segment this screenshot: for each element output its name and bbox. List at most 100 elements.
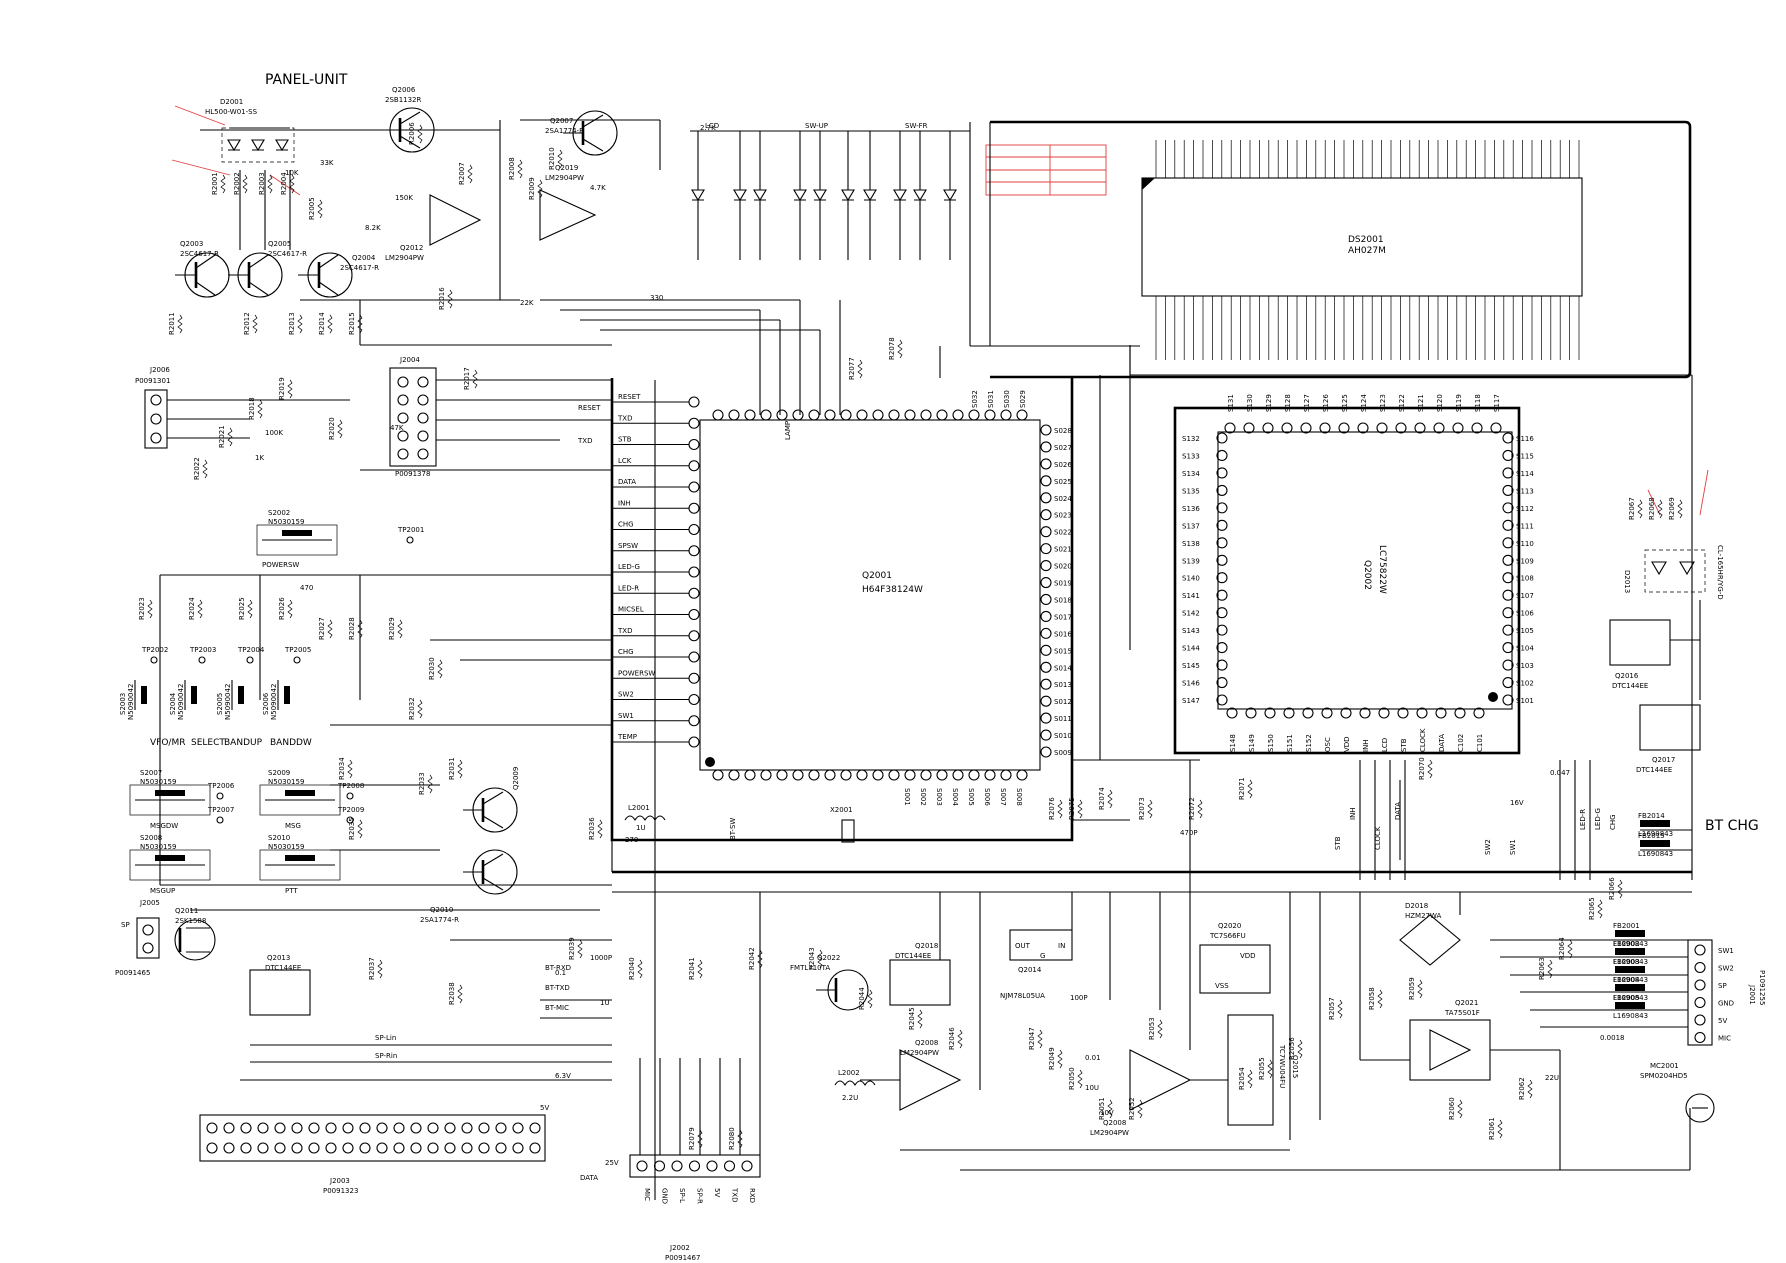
transistor-q2005: Q2005 2SC4617-R — [228, 240, 307, 298]
q2022-ref: Q2022 — [817, 954, 840, 962]
q2008-ref: Q2008 — [915, 1039, 938, 1047]
transistor-q2013: Q2013 DTC144EE — [249, 954, 311, 1016]
lcd-pin-label: S114 — [1516, 470, 1534, 478]
lcd-pin-label: S102 — [1516, 680, 1534, 688]
opamp-q2012: Q2012 LM2904PW — [385, 194, 482, 262]
q2013-ref: Q2013 — [267, 954, 290, 962]
j2001-pin-label: SW1 — [1718, 947, 1734, 955]
q2004-ref: Q2004 — [352, 254, 376, 262]
signal-label: LED-G — [1594, 808, 1602, 830]
connector-j2006: J2006 P0091301 — [135, 366, 170, 449]
lcd-pin-label: S118 — [1474, 394, 1482, 412]
resistor-ref: R2044 — [858, 987, 866, 1010]
lcd-pin-label: S139 — [1182, 557, 1200, 565]
signal-label: SW2 — [1484, 839, 1492, 855]
value-label: 0.1 — [555, 969, 566, 977]
q2003-ref: Q2003 — [180, 240, 203, 248]
connector-j2003: J2003 P0091323 — [199, 1114, 546, 1195]
display-part: AH027M — [1348, 246, 1386, 256]
resistor-ref: R2061 — [1488, 1117, 1496, 1140]
cpu-pin-label: S030 — [1003, 390, 1011, 408]
switch-ref: S2005 — [216, 693, 224, 715]
switch-part: N5030159 — [140, 778, 176, 786]
value-label: 1K — [255, 454, 264, 462]
switch-name: BANDDW — [270, 738, 312, 748]
resistor-ref: R2028 — [348, 617, 356, 640]
inverter-q2015: Q2015 TC7WU04FU — [1227, 1014, 1299, 1126]
sw-vss: VSS — [1215, 982, 1229, 990]
ferrite-ref: FB2001 — [1613, 922, 1640, 930]
resistor-ref: R2003 — [258, 172, 266, 195]
lcd-pin-label: STB — [1400, 738, 1408, 752]
transistor-q2022: Q2022 FMTL710TA — [790, 954, 869, 1011]
resistor-ref: R2056 — [1288, 1037, 1296, 1060]
crystal-x2001: X2001 — [830, 806, 855, 843]
resistor-ref: R2002 — [233, 172, 241, 195]
lcd-pin-label: INH — [1362, 739, 1370, 752]
q2006-ref: Q2006 — [392, 86, 416, 94]
lcd-pin-label: S101 — [1516, 697, 1534, 705]
ferrite-ref: FB2003 — [1613, 958, 1640, 966]
resistor-ref: R2034 — [338, 757, 346, 780]
j2002-ref: J2002 — [669, 1244, 690, 1252]
transistor-q2004: Q2004 2SC4617-R — [298, 252, 379, 298]
lcd-pin-label: S105 — [1516, 627, 1534, 635]
lcd-pin-label: S146 — [1182, 680, 1200, 688]
j2003-part: P0091323 — [323, 1187, 358, 1195]
resistor-ref: R2039 — [568, 937, 576, 960]
cpu-pin-label: S018 — [1054, 596, 1072, 604]
led-strip-ref: D2001 — [220, 98, 243, 106]
led-group-swfr: SW-FR — [905, 122, 928, 130]
q2004-part: 2SC4617-R — [340, 264, 379, 272]
resistor-ref: R2043 — [808, 947, 816, 970]
cpu-pin-label: CHG — [618, 648, 634, 656]
lcd-pin-label: S110 — [1516, 540, 1534, 548]
ferrite-part: L1690843 — [1638, 830, 1673, 838]
resistor-ref: R2011 — [168, 312, 176, 335]
signal-label: BT-MIC — [545, 1004, 569, 1012]
j2002-pin-label: MIC — [643, 1188, 651, 1201]
bt-chg: BT CHG — [1705, 818, 1759, 834]
switch-part: N5030159 — [268, 843, 304, 851]
resistor-ref: R2032 — [408, 697, 416, 720]
q2011-ref: Q2011 — [175, 907, 198, 915]
resistor-ref: R2059 — [1408, 977, 1416, 1000]
transistor-q2017: Q2017 DTC144EE — [1636, 704, 1701, 774]
resistor-ref: R2079 — [688, 1127, 696, 1150]
resistor-ref: R2057 — [1328, 997, 1336, 1020]
signal-label: SW1 — [1509, 839, 1517, 855]
signal-label: CHG — [1609, 814, 1617, 830]
value-label: 10K — [285, 169, 299, 177]
l2001-ref: L2001 — [628, 804, 650, 812]
j2001-pin-label: SP — [1718, 982, 1727, 990]
transistor-q2018: Q2018 DTC144EE — [889, 942, 951, 1006]
reg-part: NJM78L05UA — [1000, 992, 1045, 1000]
transistor-q2009: Q2009 — [463, 767, 520, 833]
ferrite-part: L1690843 — [1613, 976, 1648, 984]
cpu-pin-label: S026 — [1054, 461, 1072, 469]
resistor-ref: R2074 — [1098, 787, 1106, 810]
value-label: 16V — [1510, 799, 1524, 807]
cpu-pin-label: S011 — [1054, 715, 1072, 723]
cpu-pin-label: S001 — [903, 788, 911, 806]
resistor-ref: R2031 — [448, 757, 456, 780]
switch-part: N5090042 — [127, 684, 135, 720]
zener-d2018: D2018 HZM27WA — [1399, 902, 1461, 966]
lcd-driver-ref: Q2002 — [1362, 560, 1372, 590]
value-label: 1000P — [590, 954, 612, 962]
j2005-part: P0091465 — [115, 969, 150, 977]
cpu-pin-label: S024 — [1054, 495, 1072, 503]
q2012-ref: Q2012 — [400, 244, 423, 252]
cpu-pin-label: S025 — [1054, 478, 1072, 486]
lcd-pin-label: LCD — [1381, 738, 1389, 752]
lcd-pin-label: S116 — [1516, 435, 1534, 443]
q2011-part: 2SK1588 — [175, 917, 206, 925]
j2002-pin-label: SP-R — [696, 1188, 704, 1204]
resistor-ref: R2054 — [1238, 1067, 1246, 1090]
resistor-ref: R2051 — [1098, 1097, 1106, 1120]
cpu-pin-label: S003 — [935, 788, 943, 806]
lcd-pin-label: S127 — [1303, 394, 1311, 412]
reg-g: G — [1040, 952, 1045, 960]
cpu-pin-label: S009 — [1054, 749, 1072, 757]
